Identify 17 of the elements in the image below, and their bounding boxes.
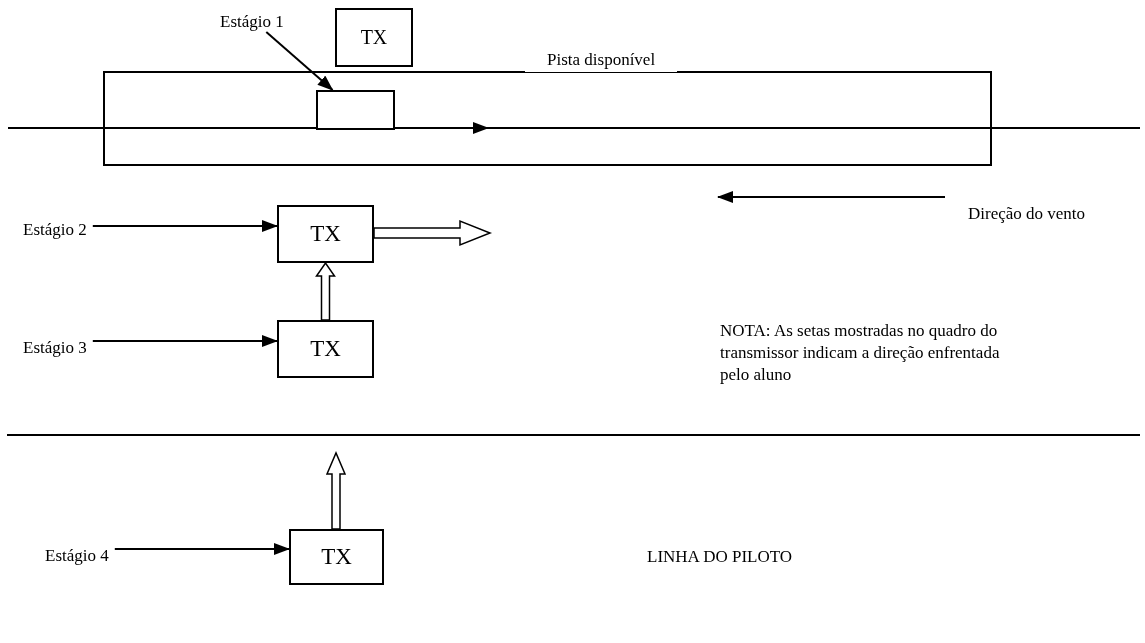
note-text: NOTA: As setas mostradas no quadro do transmissor indicam a direção enfrentada pelo aluno <box>720 320 1001 386</box>
wind-direction-label: Direção do vento <box>968 203 1086 225</box>
outline-box <box>316 90 395 130</box>
stage-label: Estágio 1 <box>220 12 290 32</box>
transmitter-box: TX <box>335 8 413 67</box>
block-arrow <box>315 261 336 321</box>
transmitter-box: TX <box>289 529 384 585</box>
arrow <box>265 31 334 91</box>
stage-label: Estágio 3 <box>23 338 93 358</box>
transmitter-box: TX <box>277 320 374 378</box>
transmitter-box: TX <box>277 205 374 263</box>
stage-label: Estágio 2 <box>23 220 93 240</box>
arrow <box>113 543 290 555</box>
stage-label: Estágio 4 <box>45 546 115 566</box>
arrow <box>91 335 278 347</box>
pilot-line-label: LINHA DO PILOTO <box>647 546 793 568</box>
arrow <box>91 220 278 232</box>
